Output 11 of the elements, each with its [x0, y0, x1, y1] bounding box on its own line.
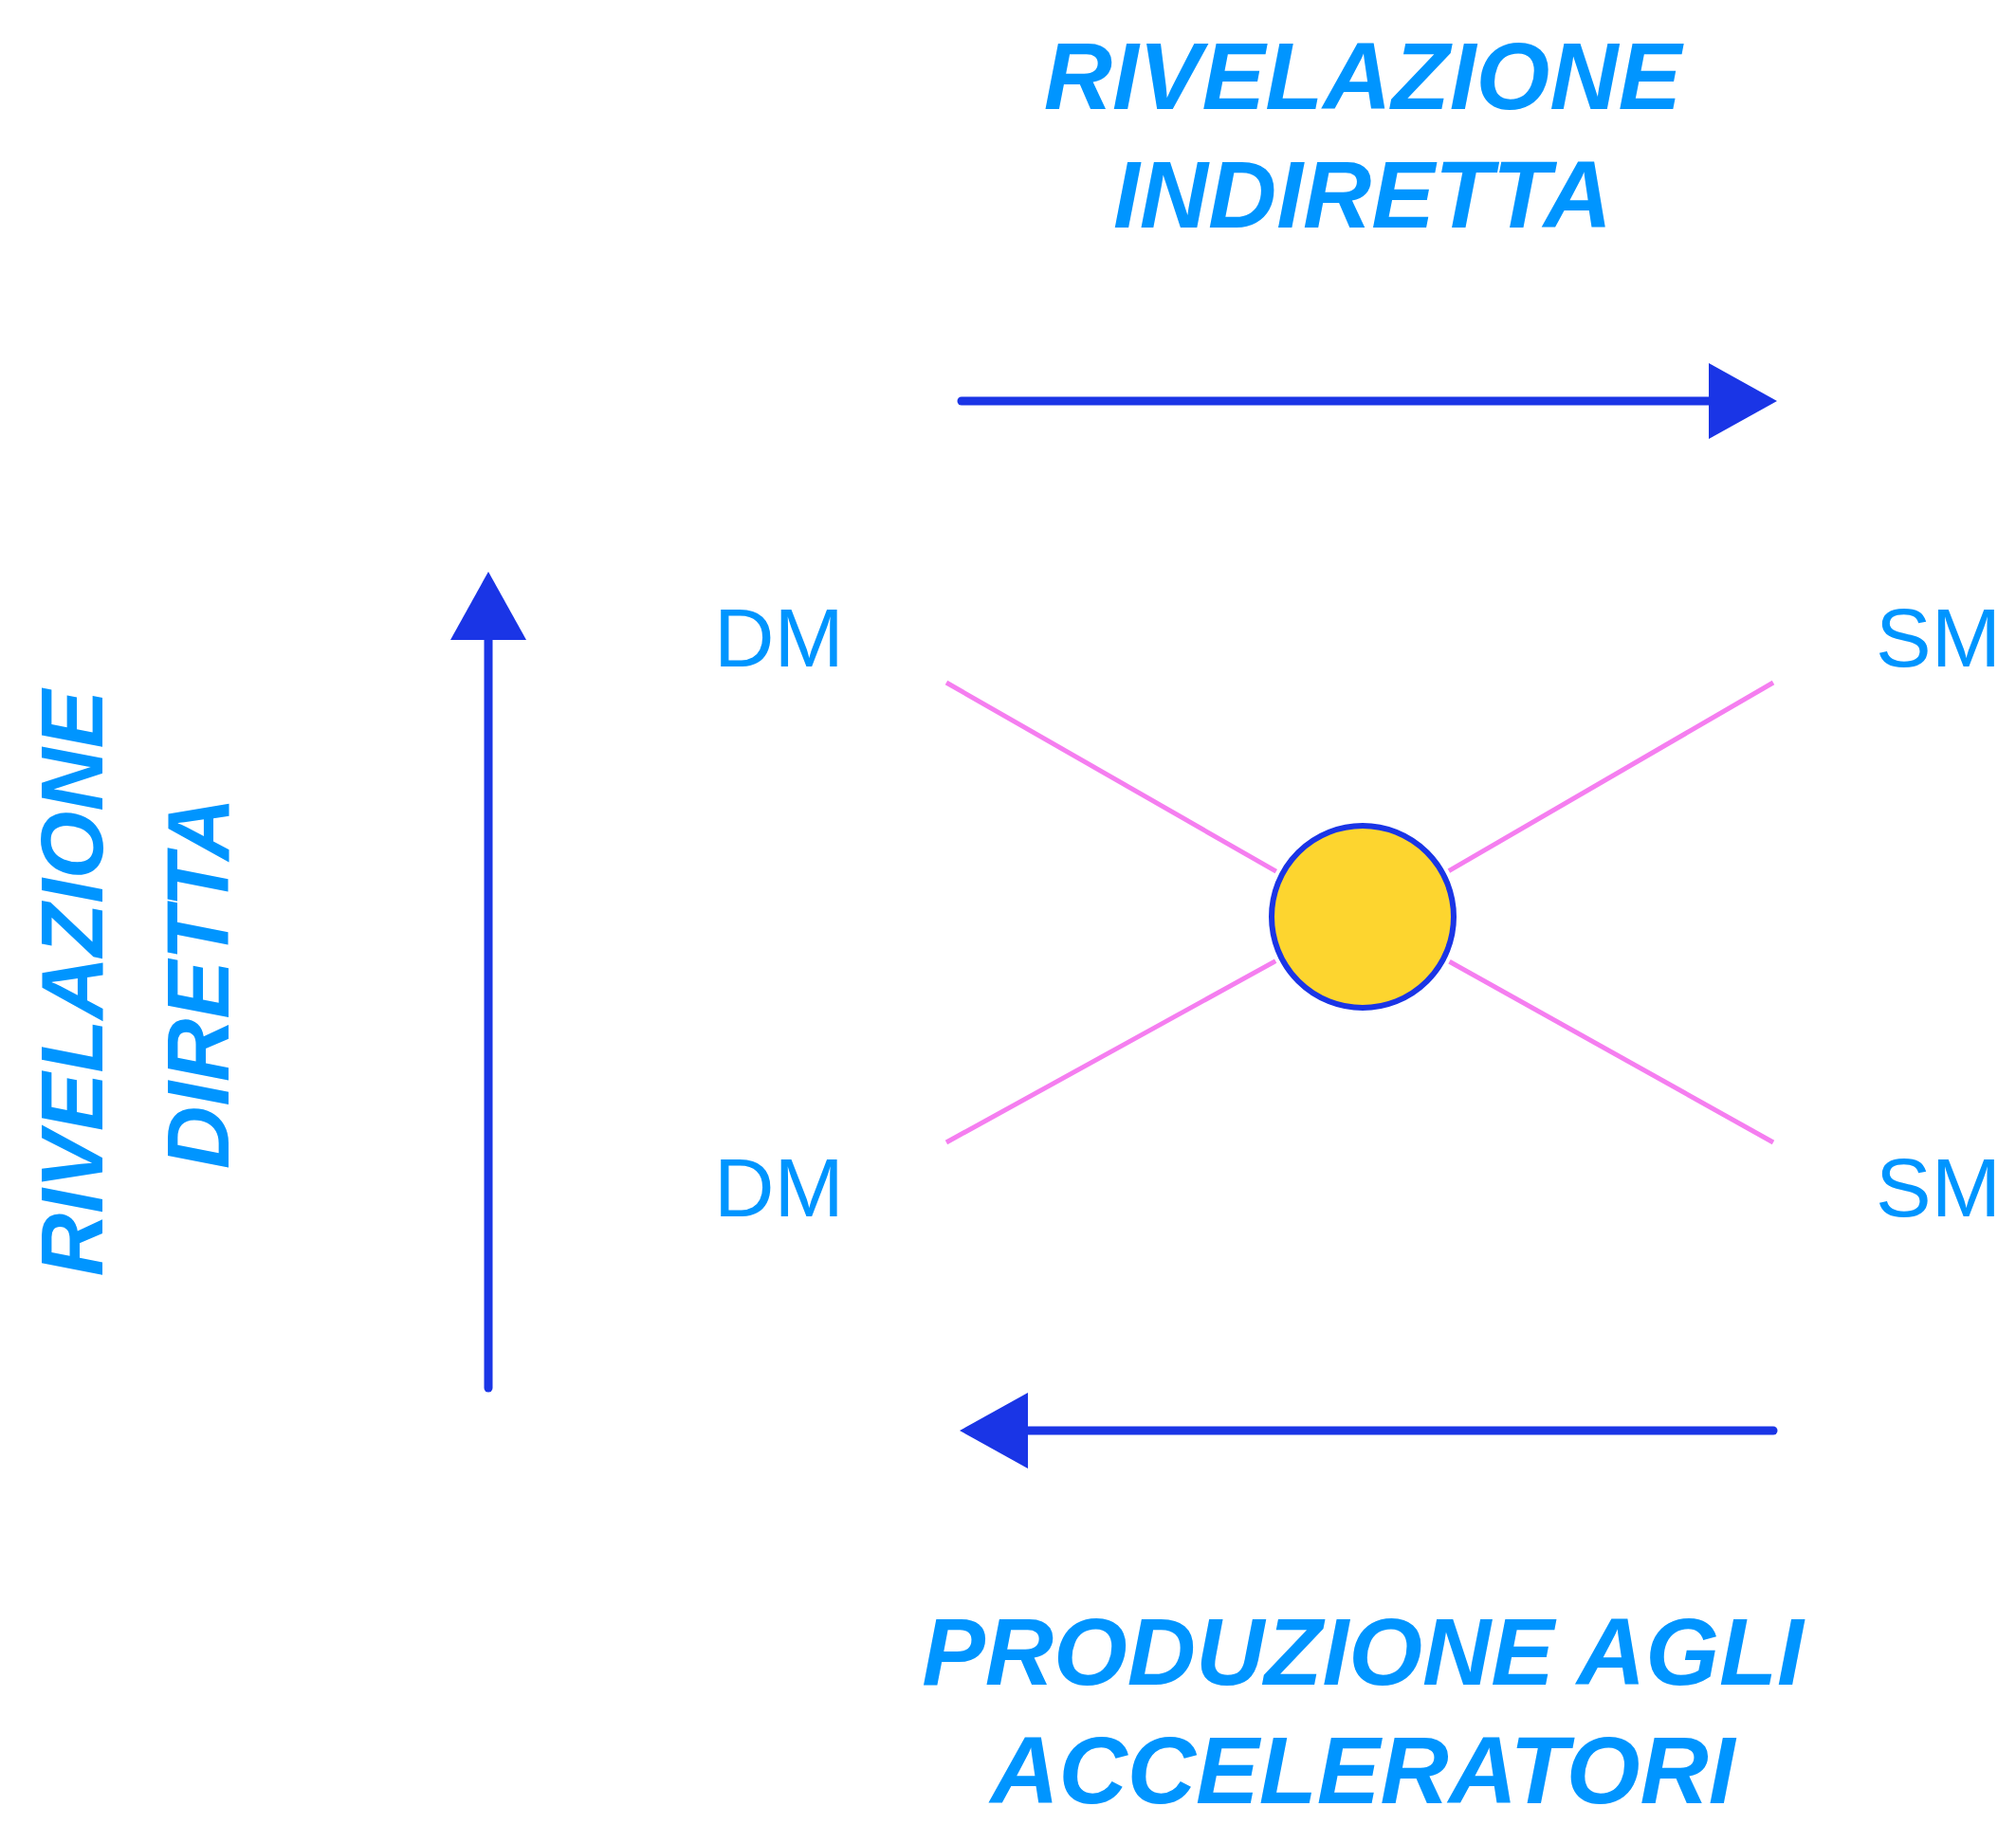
- axis-title: PRODUZIONE AGLI ACCELERATORI: [921, 1597, 1806, 1825]
- connector-line: [944, 958, 1277, 1145]
- connector-line: [1448, 959, 1775, 1145]
- node-label: SM: [1876, 1145, 2001, 1230]
- node-label: DM: [714, 595, 844, 680]
- node-label: DM: [714, 1145, 844, 1230]
- axis-title: RIVELAZIONE INDIRETTA: [1042, 22, 1685, 249]
- node-label: SM: [1876, 595, 2001, 680]
- connector-line: [944, 680, 1278, 874]
- axis-title: RIVELAZIONE DIRETTA: [23, 686, 248, 1279]
- connector-line: [1447, 680, 1775, 873]
